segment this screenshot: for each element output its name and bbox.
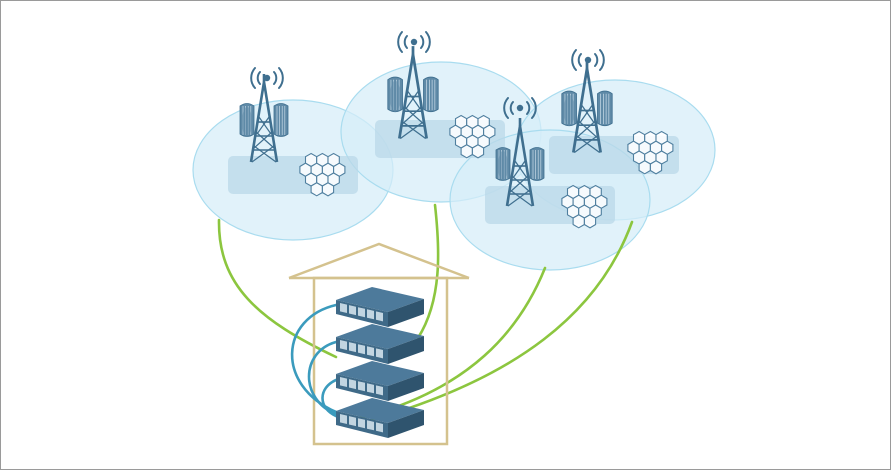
building-roof: [288, 242, 470, 280]
cell-tower-icon: [495, 118, 545, 207]
fiber-link-1: [217, 218, 338, 359]
hexagon-coverage-icon: [561, 184, 608, 229]
server-stack: [336, 287, 424, 438]
antenna-panel-icon: [597, 90, 613, 127]
building-wall: [312, 276, 449, 446]
wireless-signal-icon: [250, 67, 284, 89]
patch-cables: [290, 303, 338, 418]
antenna-panel-icon: [529, 147, 545, 181]
cell-site-2: [387, 31, 496, 159]
cell-site-3: [561, 49, 674, 175]
cell-tower-icon: [387, 46, 439, 140]
cell-tower-icon: [561, 60, 613, 154]
cell-tower-icon: [239, 74, 289, 163]
fiber-link-4: [355, 220, 634, 426]
wireless-signal-icon: [397, 31, 431, 53]
hexagon-coverage-icon: [449, 114, 496, 159]
rack-server-icon: [336, 398, 424, 438]
antenna-panel-icon: [273, 103, 289, 137]
rack-server-icon: [336, 287, 424, 327]
hexagon-coverage-icon: [627, 130, 674, 175]
rack-server-icon: [336, 361, 424, 401]
wireless-signal-icon: [571, 49, 605, 71]
cell-site-1: [239, 67, 346, 197]
antenna-panel-icon: [423, 76, 439, 113]
cell-site-4: [495, 97, 608, 229]
hexagon-coverage-icon: [299, 152, 346, 197]
fiber-link-2: [416, 203, 440, 340]
central-office-building: [288, 242, 470, 446]
rack-server-icon: [336, 324, 424, 364]
cell-sites: [239, 31, 674, 229]
coverage-areas: [192, 61, 716, 271]
fiber-links: [217, 203, 634, 426]
wireless-signal-icon: [503, 97, 537, 119]
patch-cable-3: [321, 378, 338, 418]
